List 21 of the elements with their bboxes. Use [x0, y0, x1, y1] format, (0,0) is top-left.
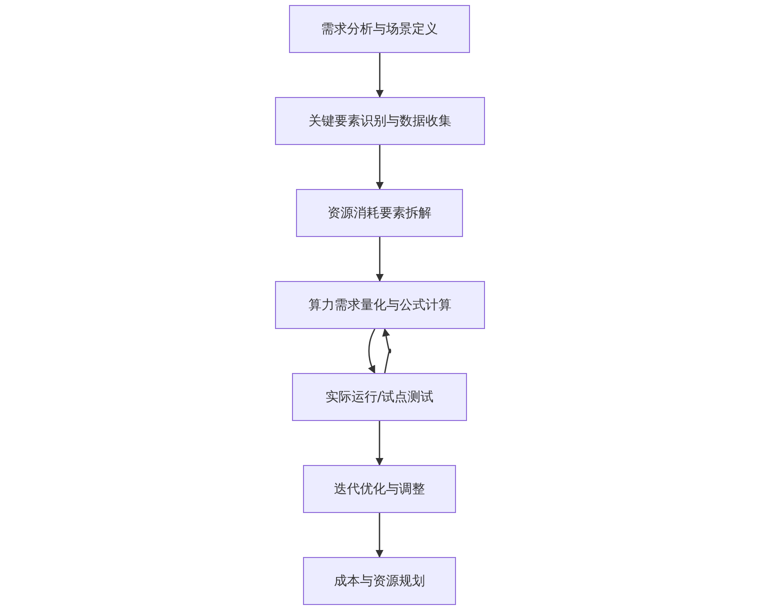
node-label: 实际运行/试点测试	[325, 389, 434, 406]
arrow	[382, 328, 392, 374]
arrow	[368, 328, 376, 374]
node-label: 关键要素识别与数据收集	[308, 113, 452, 130]
process-box	[296, 189, 463, 237]
process-box	[292, 373, 467, 421]
process-box	[275, 281, 485, 329]
arrow	[376, 421, 384, 466]
arrow	[376, 513, 384, 558]
process-box	[303, 557, 456, 605]
arrow	[376, 53, 384, 98]
node-label: 资源消耗要素拆解	[328, 205, 432, 222]
node-label: 算力需求量化与公式计算	[308, 297, 452, 314]
node-label: 迭代优化与调整	[334, 481, 425, 498]
process-box	[303, 465, 456, 513]
arrow	[376, 237, 384, 282]
node-label: 成本与资源规划	[334, 573, 425, 590]
node-label: 需求分析与场景定义	[321, 21, 438, 38]
process-box	[289, 5, 470, 53]
arrow	[376, 145, 384, 190]
process-box	[275, 97, 485, 145]
